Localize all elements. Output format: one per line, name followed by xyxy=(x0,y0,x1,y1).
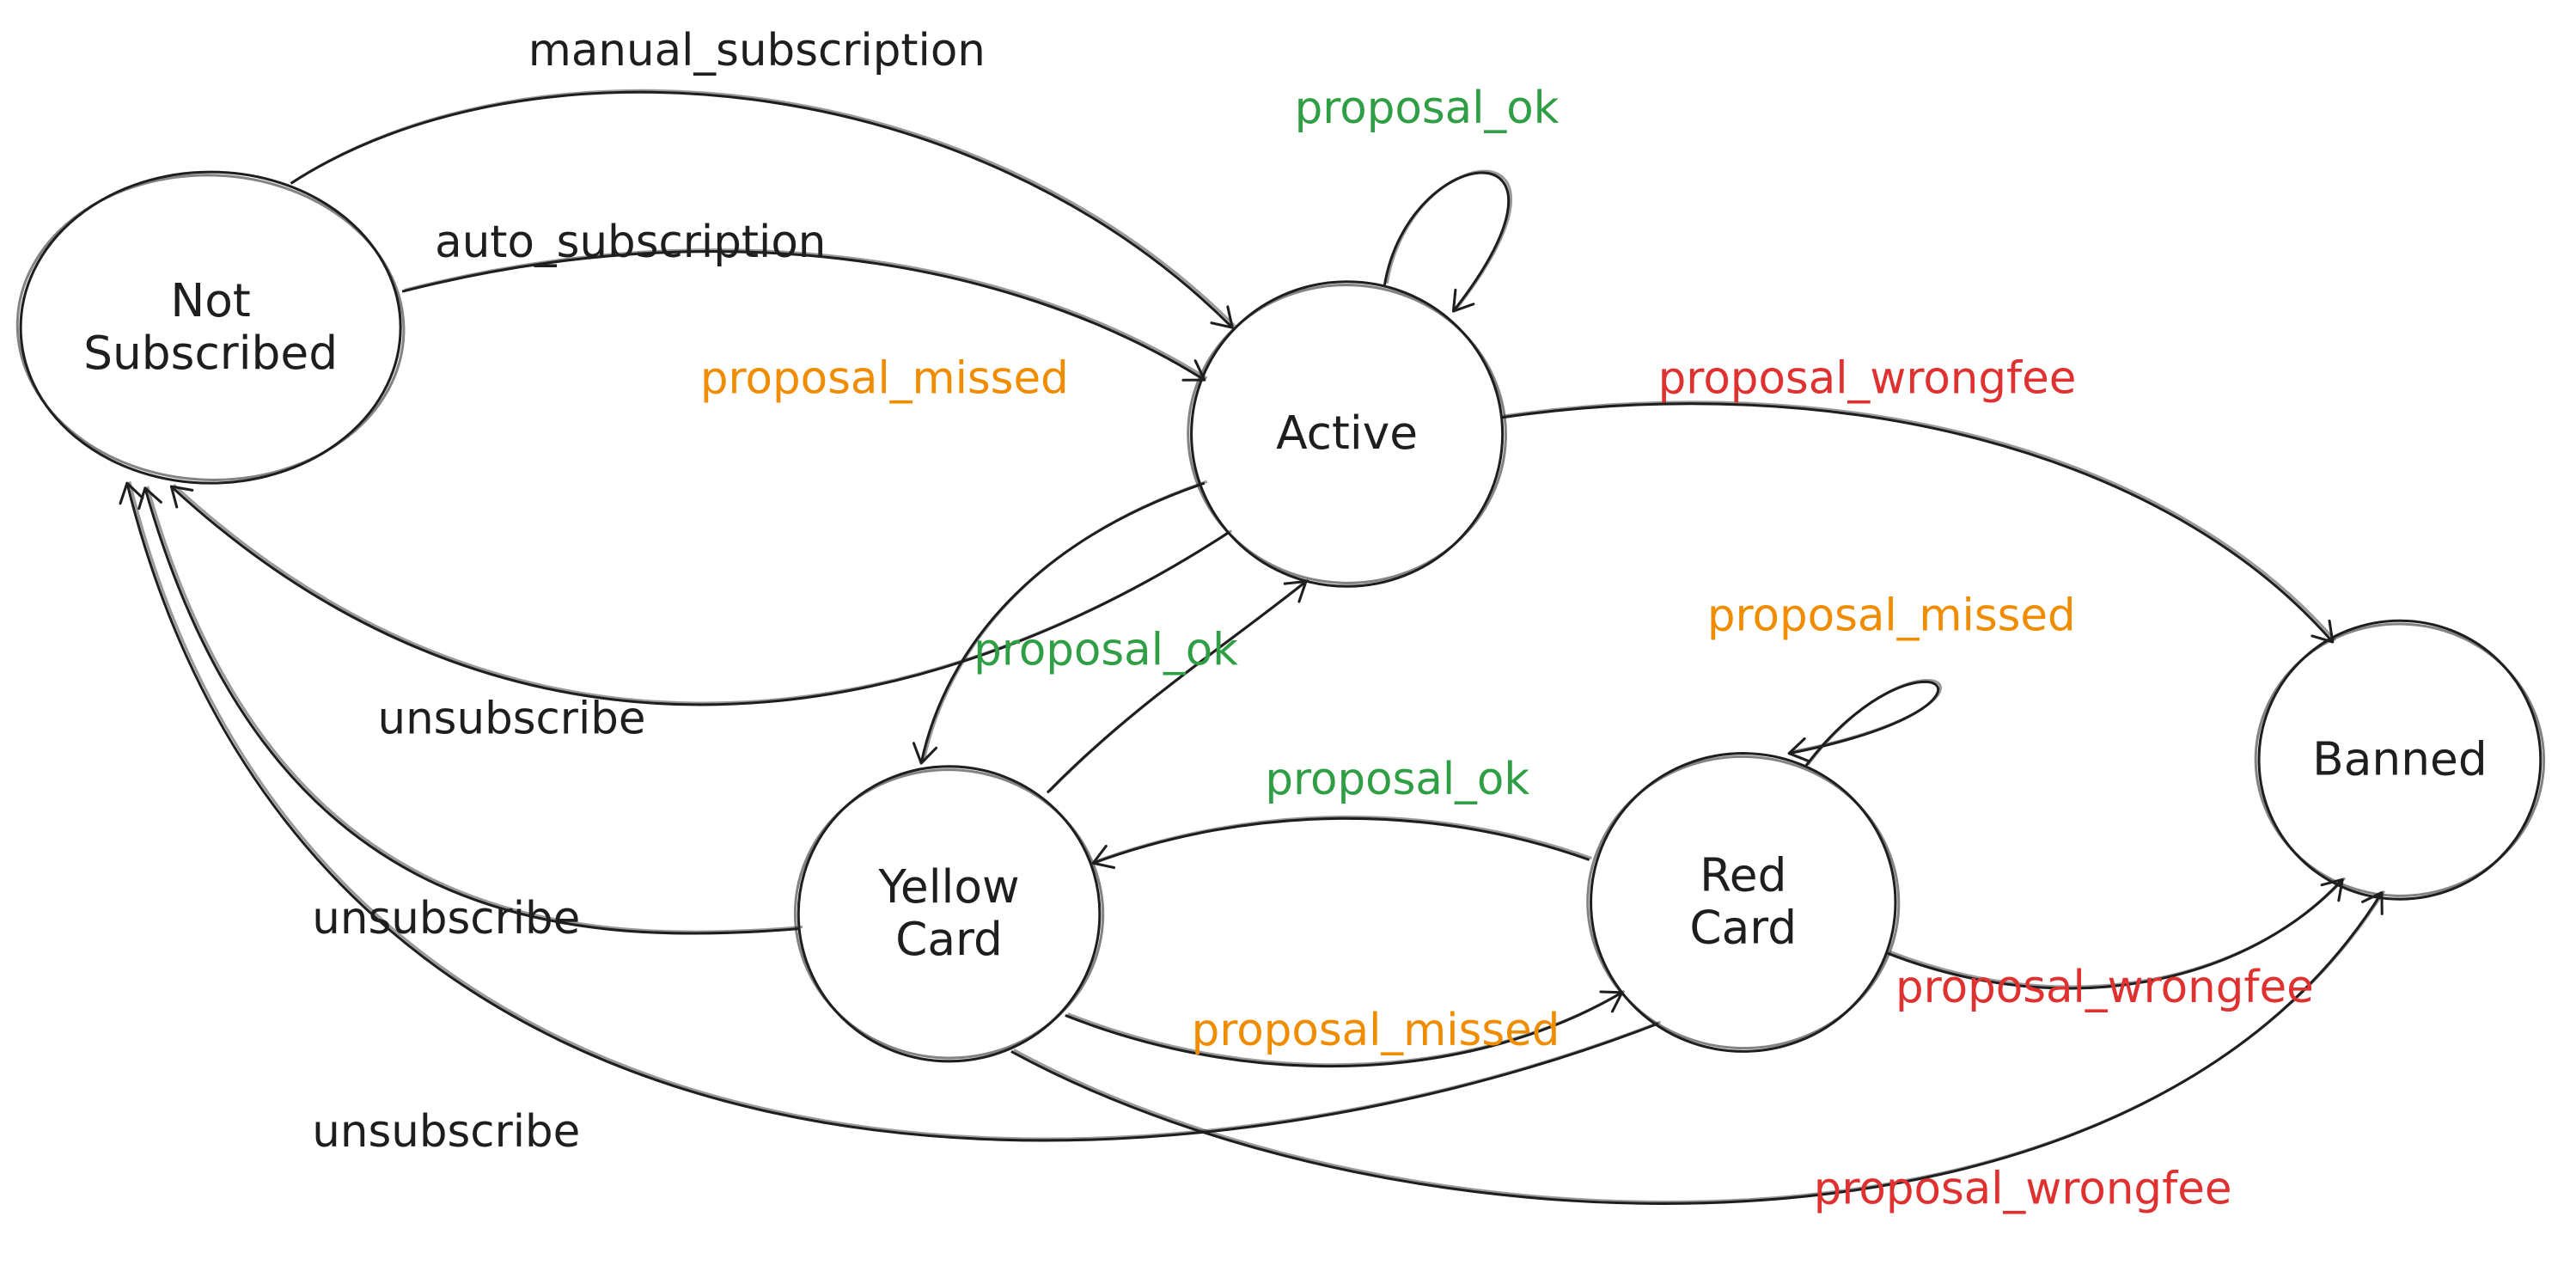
state-shape-red-card xyxy=(1590,752,1897,1053)
transition-edge-auto-subscription xyxy=(401,250,1206,382)
transition-edge-proposal-missed-yellow-red xyxy=(1065,990,1624,1068)
transition-label-unsubscribe-active: unsubscribe xyxy=(377,694,645,745)
labels-layer: manual_subscriptionauto_subscriptionprop… xyxy=(83,25,2487,1214)
transition-label-proposal-ok-active-loop: proposal_ok xyxy=(1295,83,1560,134)
state-shape-banned xyxy=(2257,619,2542,901)
state-label-not-subscribed-line1: Subscribed xyxy=(83,326,338,380)
state-label-yellow-card-line1: Card xyxy=(895,912,1003,966)
transition-label-proposal-missed-red-loop: proposal_missed xyxy=(1707,590,2076,642)
transition-edge-unsubscribe-active xyxy=(169,485,1230,706)
transition-edge-proposal-wrongfee-red-banned xyxy=(1886,877,2344,990)
state-shape-ghost-active xyxy=(1187,284,1507,584)
transitions-layer xyxy=(119,89,2386,1205)
transition-label-proposal-missed-yellow-red: proposal_missed xyxy=(1192,1005,1560,1056)
state-shape-ghost-red-card xyxy=(1586,755,1901,1050)
state-label-red-card-line1: Card xyxy=(1689,901,1797,955)
transition-edge-ghost-manual-subscription xyxy=(292,89,1236,327)
state-shape-ghost-not-subscribed xyxy=(15,174,406,481)
transition-label-proposal-wrongfee-active-banned: proposal_wrongfee xyxy=(1658,352,2077,404)
transition-label-manual-subscription: manual_subscription xyxy=(528,25,986,76)
transition-label-proposal-ok-red-yellow: proposal_ok xyxy=(1265,754,1529,805)
state-shape-not-subscribed xyxy=(19,170,402,485)
transition-edge-proposal-wrongfee-yellow-banned xyxy=(1010,891,2384,1205)
transition-edge-proposal-ok-yellow-active xyxy=(1046,579,1308,794)
state-label-yellow-card-line0: Yellow xyxy=(877,859,1019,914)
state-label-not-subscribed-line0: Not xyxy=(170,273,250,327)
transition-edge-ghost-unsubscribe-yellow xyxy=(146,486,803,933)
transition-edge-proposal-wrongfee-active-banned xyxy=(1500,402,2335,644)
transition-edge-ghost-proposal-missed-red-loop xyxy=(1791,678,1942,766)
state-shape-ghost-banned xyxy=(2254,622,2546,897)
transition-edge-unsubscribe-red xyxy=(119,481,1659,1142)
transition-edge-ghost-proposal-ok-active-loop xyxy=(1385,169,1513,311)
transition-label-unsubscribe-red: unsubscribe xyxy=(312,1106,580,1158)
state-shape-yellow-card xyxy=(797,765,1102,1063)
state-shape-ghost-yellow-card xyxy=(793,768,1105,1060)
transition-edge-ghost-proposal-wrongfee-active-banned xyxy=(1503,400,2336,642)
transition-label-proposal-wrongfee-yellow-banned: proposal_wrongfee xyxy=(1814,1164,2232,1215)
transition-edge-proposal-ok-red-yellow xyxy=(1091,816,1590,870)
transition-edge-proposal-ok-active-loop xyxy=(1383,171,1511,313)
transition-label-auto-subscription: auto_subscription xyxy=(435,217,826,268)
transition-label-unsubscribe-yellow: unsubscribe xyxy=(312,893,580,945)
transition-edge-proposal-missed-active-yellow xyxy=(912,481,1206,765)
transition-label-proposal-missed-active-yellow: proposal_missed xyxy=(700,352,1069,404)
transition-label-proposal-ok-yellow-active: proposal_ok xyxy=(974,625,1238,676)
state-label-active-line0: Active xyxy=(1276,406,1418,460)
transition-edge-manual-subscription xyxy=(290,90,1234,329)
states-layer xyxy=(15,170,2546,1063)
transition-edge-unsubscribe-yellow xyxy=(137,486,801,935)
state-label-red-card-line0: Red xyxy=(1700,848,1786,902)
state-shape-active xyxy=(1190,280,1505,588)
state-label-banned-line0: Banned xyxy=(2312,731,2487,786)
transition-label-proposal-wrongfee-red-banned: proposal_wrongfee xyxy=(1895,962,2314,1013)
transition-edge-proposal-missed-red-loop xyxy=(1787,680,1940,767)
